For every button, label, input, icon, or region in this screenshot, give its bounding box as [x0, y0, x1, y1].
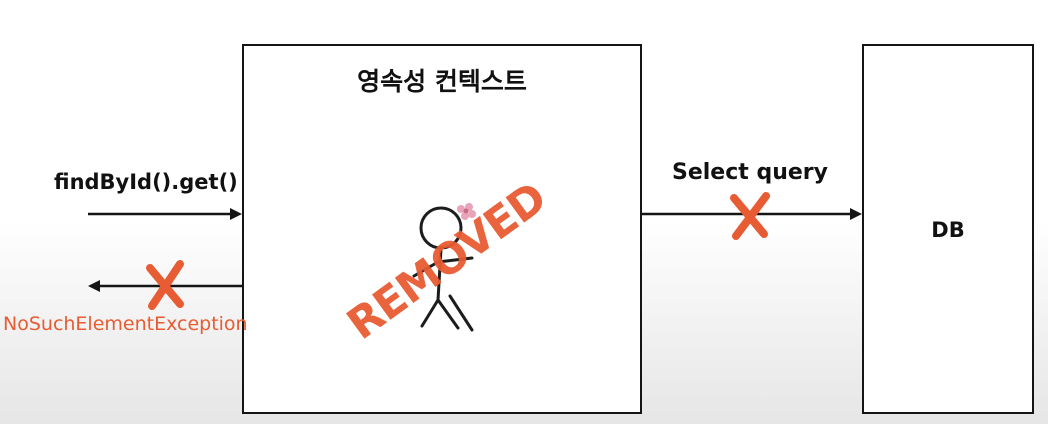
find-by-id-label: findById().get() [54, 170, 238, 194]
database-box: DB [862, 44, 1034, 414]
exception-label: NoSuchElementException [3, 313, 248, 335]
response-x-mark-icon [146, 260, 184, 310]
flower-icon [457, 203, 476, 220]
database-label: DB [931, 218, 965, 242]
request-arrow [88, 208, 242, 220]
query-x-mark-icon [730, 192, 770, 240]
entity-stick-figure-icon [412, 206, 474, 332]
persistence-context-box: 영속성 컨텍스트 [242, 44, 642, 414]
response-arrow [88, 280, 242, 292]
select-query-label: Select query [672, 160, 828, 185]
persistence-context-title: 영속성 컨텍스트 [357, 67, 527, 96]
